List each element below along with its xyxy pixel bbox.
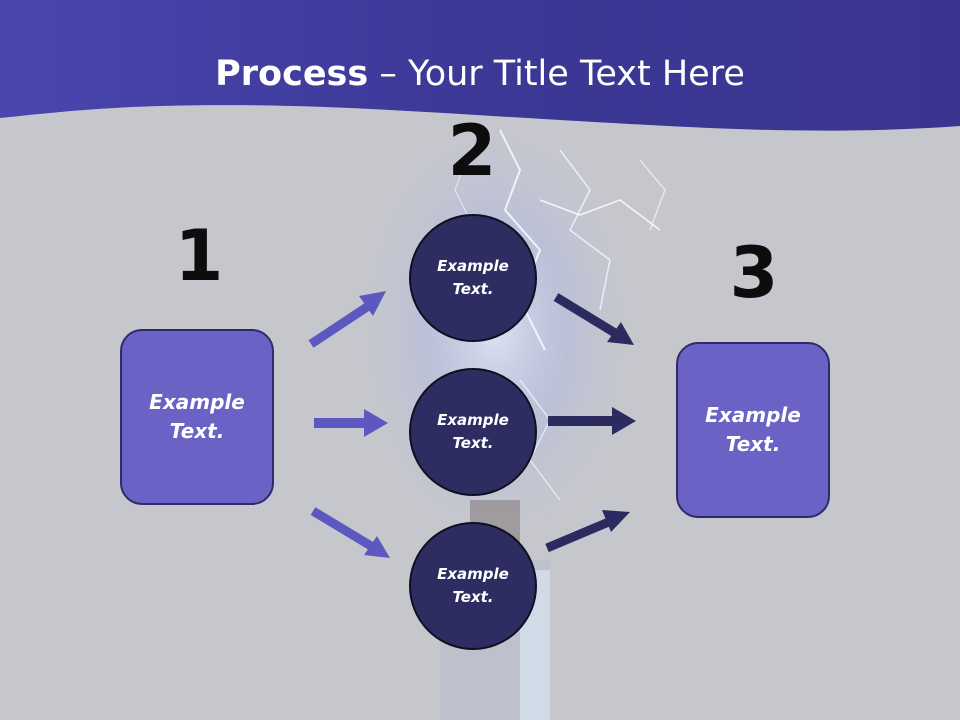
arrow-from-middle [548, 407, 636, 435]
right-box: Example Text. [676, 342, 830, 518]
circle-top-text: Example Text. [437, 257, 509, 298]
left-box-text: Example Text. [149, 390, 245, 443]
title-bold: Process [215, 54, 369, 94]
right-box-text: Example Text. [705, 403, 801, 456]
step-number-3: 3 [729, 232, 779, 314]
arrow-from-bottom [545, 510, 630, 553]
slide-title: Process – Your Title Text Here [0, 52, 960, 96]
step-number-1: 1 [174, 215, 224, 297]
arrow-to-middle [314, 409, 388, 437]
header-band [0, 0, 960, 131]
title-rest: – Your Title Text Here [368, 54, 745, 94]
step-number-2: 2 [447, 110, 497, 192]
arrow-to-top [308, 291, 386, 348]
circle-top: Example Text. [409, 214, 537, 342]
circle-bottom-text: Example Text. [437, 565, 509, 606]
left-box: Example Text. [120, 329, 274, 505]
circle-middle: Example Text. [409, 368, 537, 496]
arrow-from-top [553, 293, 634, 345]
arrow-to-bottom [310, 507, 390, 558]
circle-middle-text: Example Text. [437, 411, 509, 452]
circle-bottom: Example Text. [409, 522, 537, 650]
